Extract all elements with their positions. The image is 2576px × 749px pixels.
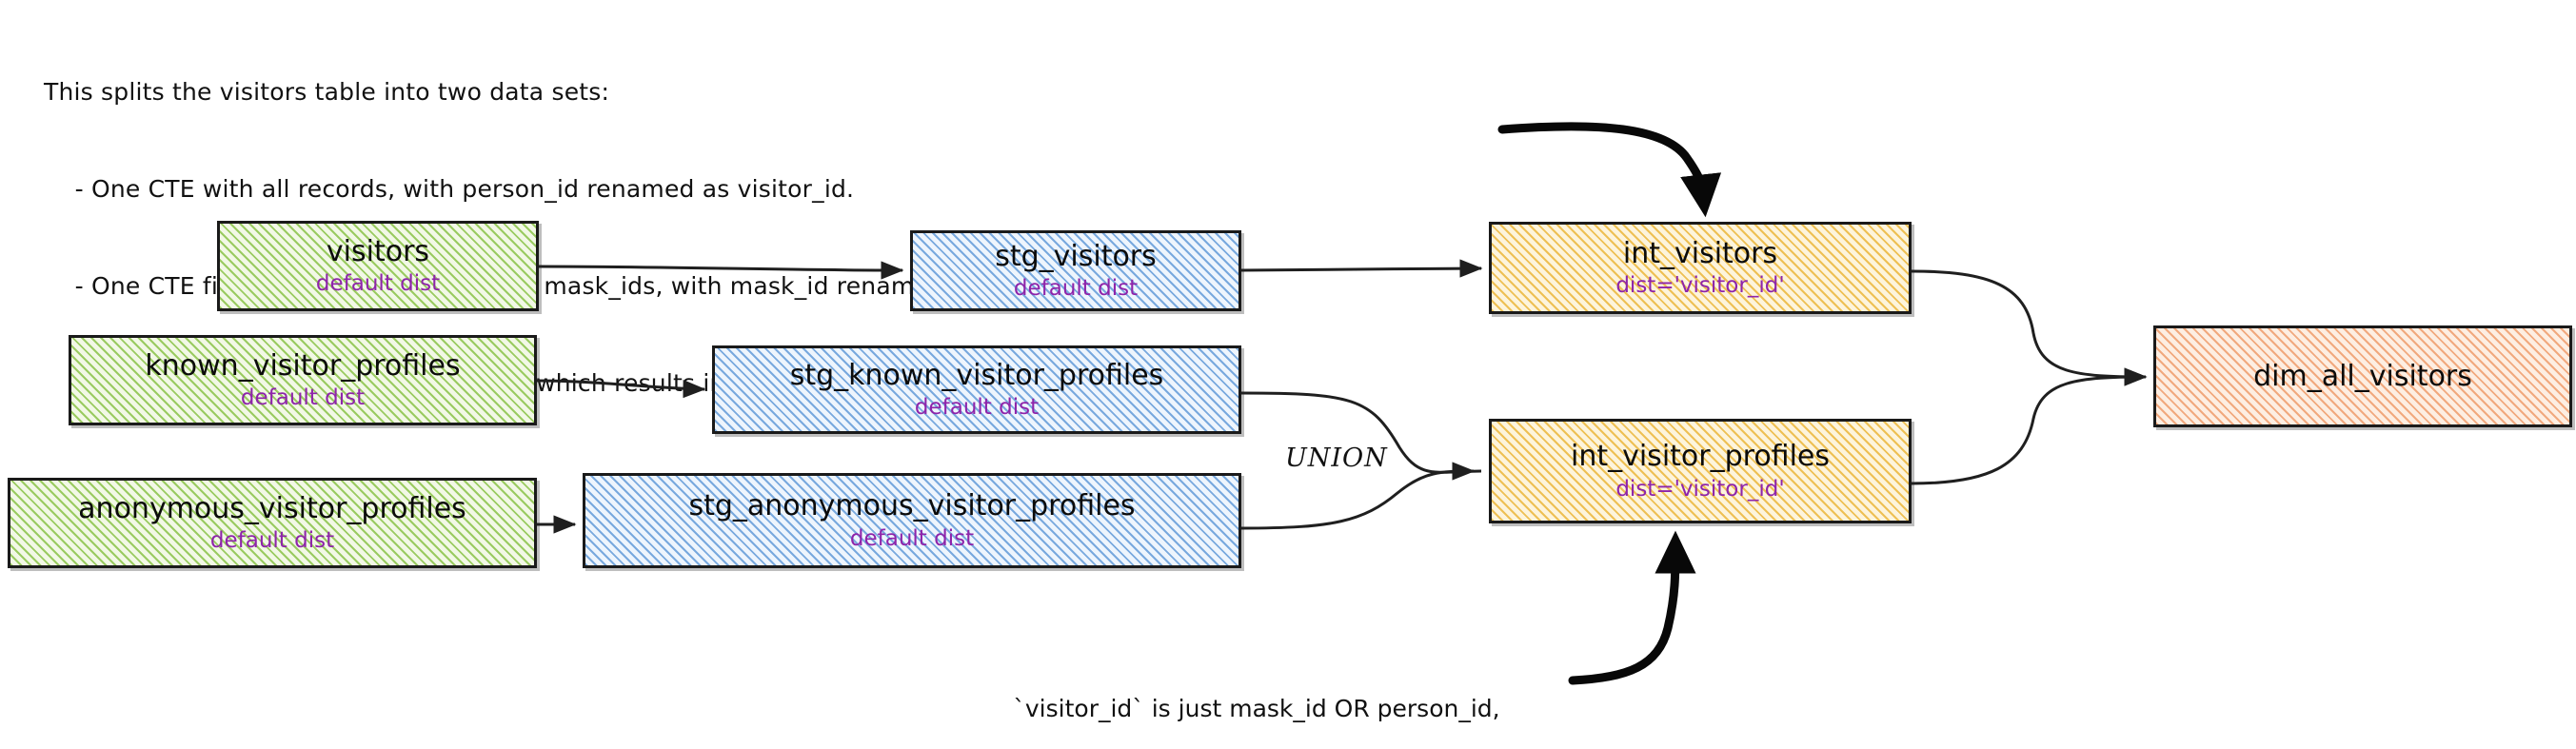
- node-stg-anonymous-visitor-profiles[interactable]: stg_anonymous_visitor_profiles default d…: [583, 473, 1241, 568]
- node-stg-known-visitor-profiles[interactable]: stg_known_visitor_profiles default dist: [712, 345, 1241, 434]
- union-label: UNION: [1285, 443, 1388, 473]
- node-int-visitor-profiles[interactable]: int_visitor_profiles dist='visitor_id': [1489, 419, 1912, 523]
- node-anonymous-visitor-profiles-title: anonymous_visitor_profiles: [78, 491, 466, 525]
- node-stg-anonymous-visitor-profiles-subtitle: default dist: [849, 525, 975, 551]
- node-anonymous-visitor-profiles-subtitle: default dist: [209, 528, 335, 554]
- edge-stg-anonymous-to-int-visitor-profiles: [1240, 462, 1476, 530]
- node-int-visitors-subtitle: dist='visitor_id': [1615, 273, 1785, 299]
- node-stg-anonymous-visitor-profiles-title: stg_anonymous_visitor_profiles: [688, 489, 1136, 523]
- node-stg-visitors[interactable]: stg_visitors default dist: [910, 230, 1241, 311]
- bottom-note-line-1: `visitor_id` is just mask_id OR person_i…: [1013, 695, 1500, 722]
- bottom-annotation-note: `visitor_id` is just mask_id OR person_i…: [933, 628, 1580, 749]
- node-stg-visitors-subtitle: default dist: [1013, 276, 1139, 302]
- top-note-line-1: This splits the visitors table into two …: [44, 78, 610, 106]
- top-note-line-2: - One CTE with all records, with person_…: [44, 175, 855, 203]
- node-dim-all-visitors[interactable]: dim_all_visitors: [2153, 325, 2572, 427]
- node-stg-visitors-title: stg_visitors: [995, 239, 1157, 273]
- node-stg-known-visitor-profiles-title: stg_known_visitor_profiles: [789, 358, 1164, 392]
- node-dim-all-visitors-title: dim_all_visitors: [2253, 359, 2472, 393]
- edge-int-visitors-to-dim-all-visitors: [1911, 269, 2148, 386]
- node-anonymous-visitor-profiles[interactable]: anonymous_visitor_profiles default dist: [8, 478, 537, 568]
- node-int-visitor-profiles-subtitle: dist='visitor_id': [1615, 476, 1785, 502]
- annotation-arrow-top: [1497, 122, 1722, 218]
- node-int-visitor-profiles-title: int_visitor_profiles: [1570, 440, 1830, 474]
- node-visitors-subtitle: default dist: [315, 271, 441, 297]
- node-int-visitors[interactable]: int_visitors dist='visitor_id': [1489, 222, 1912, 314]
- node-visitors-title: visitors: [326, 234, 430, 268]
- edge-stg-visitors-to-int-visitors: [1240, 259, 1483, 278]
- node-known-visitor-profiles-title: known_visitor_profiles: [145, 348, 461, 383]
- node-stg-known-visitor-profiles-subtitle: default dist: [914, 395, 1040, 421]
- node-known-visitor-profiles-subtitle: default dist: [240, 385, 366, 411]
- edge-int-visitor-profiles-to-dim-all-visitors: [1911, 367, 2148, 485]
- node-visitors[interactable]: visitors default dist: [217, 221, 539, 311]
- annotation-arrow-bottom: [1568, 530, 1696, 685]
- node-known-visitor-profiles[interactable]: known_visitor_profiles default dist: [69, 335, 537, 425]
- node-int-visitors-title: int_visitors: [1622, 236, 1778, 270]
